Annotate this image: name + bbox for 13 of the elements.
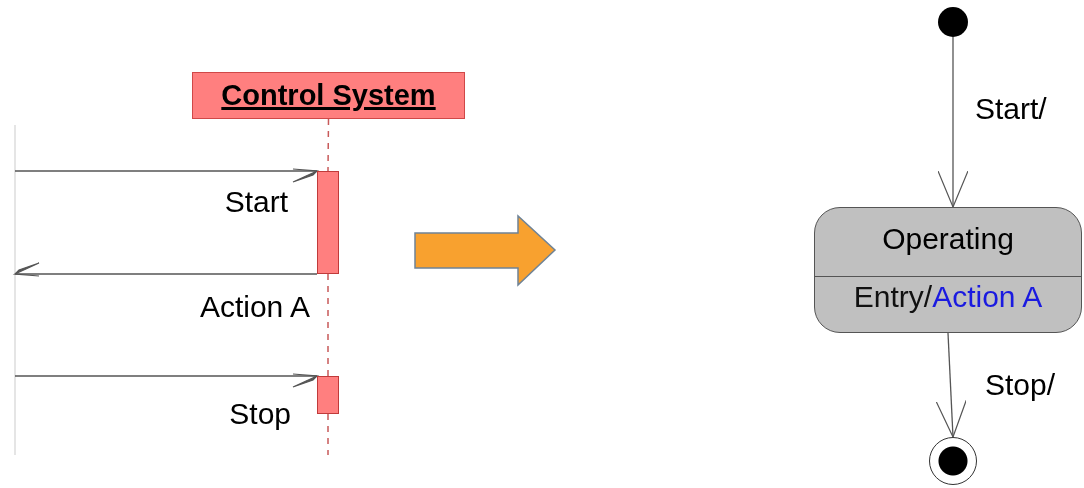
lifeline: [327, 273, 329, 377]
lifeline: [327, 118, 330, 172]
transition-arrow: [937, 36, 969, 208]
activation-bar: [317, 171, 339, 274]
entry-label: Entry/: [853, 280, 933, 313]
state-box: [814, 207, 1082, 333]
lifeline-header: Control System: [192, 72, 465, 119]
transition-arrow: [935, 332, 967, 438]
final-state: [929, 437, 977, 485]
state-name: Operating: [881, 222, 1015, 256]
initial-state: [938, 7, 968, 37]
activation-bar: [317, 376, 339, 414]
entry-action: Action A: [932, 280, 1043, 313]
